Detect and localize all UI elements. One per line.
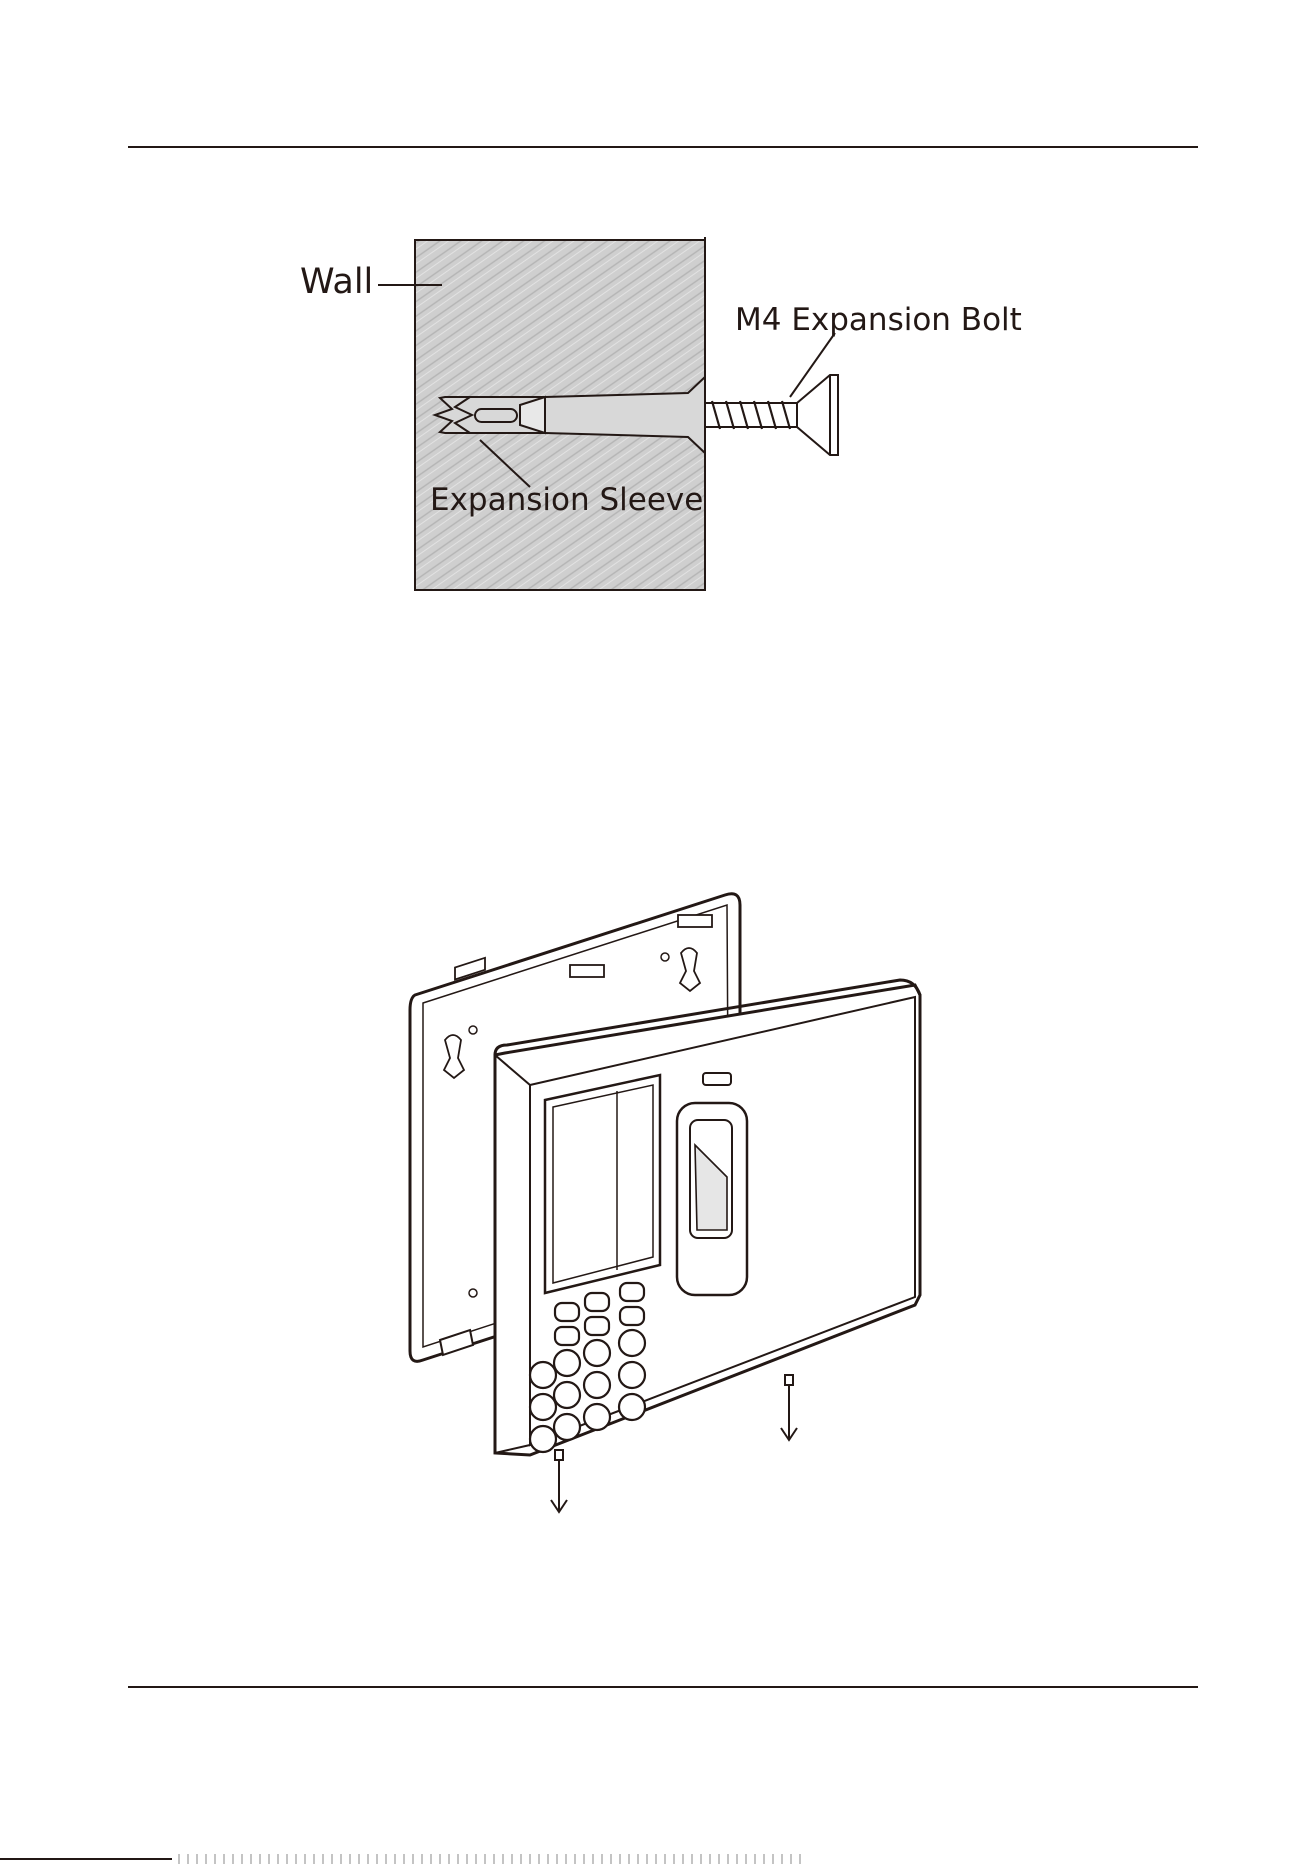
terminal-front-cover-icon [495,980,920,1455]
wall-label: Wall [300,265,373,300]
header-rule [128,146,1198,148]
footer-bar [0,1858,172,1860]
expansion-bolt-figure [290,225,1030,600]
footer-rule [128,1686,1198,1688]
footer-ticks [178,1854,808,1864]
expansion-bolt-label: M4 Expansion Bolt [735,305,1022,336]
bolt-head [797,375,838,455]
expansion-sleeve-label: Expansion Sleeve [430,485,703,516]
device-mounting-figure [395,885,940,1525]
footer-strip [0,1852,1313,1873]
